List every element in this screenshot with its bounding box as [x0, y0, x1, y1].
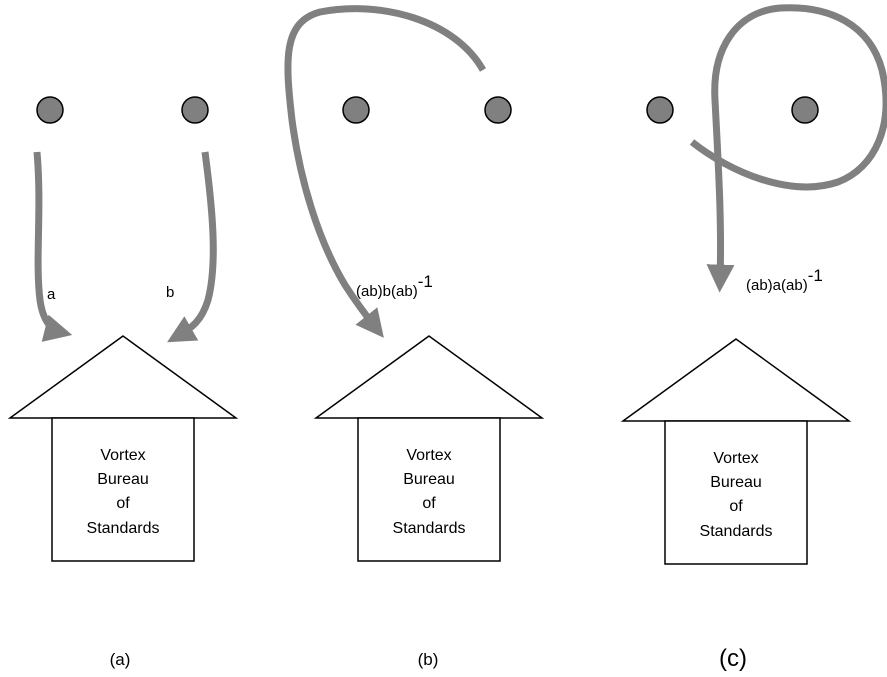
panel-label: (b) — [418, 650, 439, 669]
path-label-exponent: -1 — [418, 272, 433, 291]
path-label-base: (ab)a(ab) — [746, 277, 808, 294]
vortex-bureau-house: Vortex Bureau of Standards — [7, 335, 239, 562]
vortex-right — [484, 96, 512, 124]
path-label-base: (ab)b(ab) — [356, 283, 418, 300]
house-line-1: Vortex — [100, 447, 145, 464]
house-line-4: Standards — [87, 520, 160, 537]
path-label: (ab)a(ab)-1 — [746, 266, 823, 294]
vortex-bureau-house: Vortex Bureau of Standards — [620, 338, 852, 565]
house-line-4: Standards — [700, 523, 773, 540]
path-braid-arrow — [689, 4, 887, 293]
path-label-exponent: -1 — [808, 266, 823, 285]
house-line-3: of — [422, 495, 436, 512]
house-roof — [620, 338, 852, 422]
vortex-left — [36, 96, 64, 124]
panel-b: (ab)b(ab)-1 Vortex Bureau of Standards (… — [284, 5, 545, 669]
path-label: (ab)b(ab)-1 — [356, 272, 433, 300]
house-line-3: of — [729, 498, 743, 515]
path-b-label: b — [166, 284, 174, 301]
panel-label: (c) — [719, 645, 747, 672]
house-line-2: Bureau — [403, 471, 455, 488]
panel-label: (a) — [110, 650, 131, 669]
house-body — [51, 417, 195, 562]
path-b-arrow — [167, 151, 217, 343]
house-body — [357, 417, 501, 562]
house-line-1: Vortex — [406, 447, 451, 464]
vortex-bureau-house: Vortex Bureau of Standards — [313, 335, 545, 562]
vortex-right — [791, 96, 819, 124]
path-a-arrow — [33, 151, 73, 342]
house-body — [664, 420, 808, 565]
vortex-left — [342, 96, 370, 124]
house-roof — [7, 335, 239, 419]
house-line-4: Standards — [393, 520, 466, 537]
panel-c: (ab)a(ab)-1 Vortex Bureau of Standards (… — [620, 4, 887, 672]
house-line-2: Bureau — [710, 474, 762, 491]
house-roof — [313, 335, 545, 419]
path-a-label: a — [47, 286, 56, 303]
house-line-1: Vortex — [713, 450, 758, 467]
vortex-right — [181, 96, 209, 124]
panel-a: a b Vortex Bureau of Standards (a) — [7, 96, 239, 669]
house-line-2: Bureau — [97, 471, 149, 488]
path-braid-arrow — [284, 5, 487, 338]
house-line-3: of — [116, 495, 130, 512]
vortex-left — [646, 96, 674, 124]
